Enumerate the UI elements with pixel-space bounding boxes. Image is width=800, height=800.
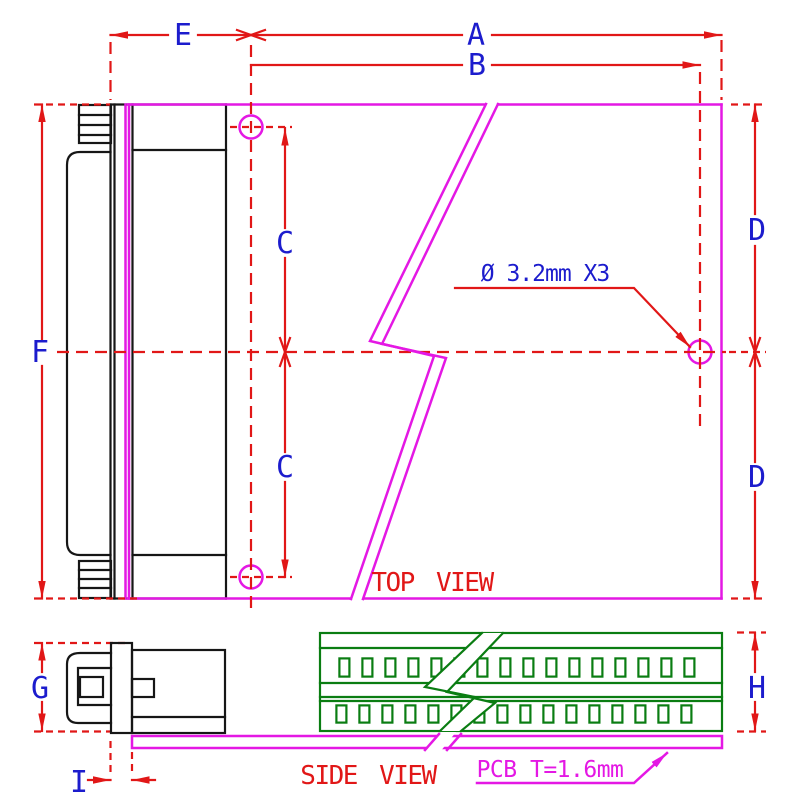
shell-side-outline xyxy=(65,651,113,725)
label-A: A xyxy=(467,18,485,53)
pcb-note-leader xyxy=(475,751,669,785)
connector-top-view xyxy=(65,103,228,600)
hole-note-leader xyxy=(453,286,692,349)
labels: E A B F C C D D G H I Ø 3.2mm X3 TOP VIE… xyxy=(31,18,766,800)
label-F: F xyxy=(31,335,49,370)
terminal-block-bands xyxy=(318,646,724,703)
dashed-guides xyxy=(34,40,766,775)
junction-x-E-A xyxy=(235,28,267,42)
jackscrew-bottom xyxy=(77,559,113,600)
terminal-blocks-side-view xyxy=(318,631,724,733)
label-C-upper: C xyxy=(276,226,294,261)
pcb-side-view xyxy=(130,732,724,752)
mounting-hole-top xyxy=(238,114,264,140)
body-side xyxy=(130,648,227,735)
label-I: I xyxy=(70,765,88,800)
label-E: E xyxy=(174,18,192,53)
dsub-shell-outline xyxy=(65,150,112,557)
label-B: B xyxy=(468,48,486,83)
mating-face-insert xyxy=(78,675,105,699)
connector-side-view xyxy=(65,641,227,735)
board-left-edge xyxy=(124,103,131,600)
terminal-slot-row-upper xyxy=(338,657,706,678)
terminal-break-mask xyxy=(425,633,503,731)
label-G: G xyxy=(31,671,49,706)
jackscrew-top xyxy=(77,103,113,145)
board-break-line xyxy=(349,102,500,601)
top-view-label: TOP VIEW xyxy=(371,568,494,598)
mating-face xyxy=(76,666,113,707)
label-C-lower: C xyxy=(276,450,294,485)
label-H: H xyxy=(748,671,766,706)
terminal-slot-row-lower xyxy=(335,704,703,724)
flange-side xyxy=(109,641,134,735)
dimension-lines xyxy=(38,28,762,785)
pcb-break-mask xyxy=(425,732,456,752)
junction-x-C xyxy=(278,336,292,368)
body-side-tab xyxy=(130,677,156,699)
pcb-thickness-note: PCB T=1.6mm xyxy=(477,757,624,783)
side-view-label: SIDE VIEW xyxy=(300,761,437,791)
label-D-lower: D xyxy=(748,460,766,495)
pcb-break-line-1 xyxy=(423,732,441,752)
hole-diameter-note: Ø 3.2mm X3 xyxy=(481,261,610,287)
label-D-upper: D xyxy=(748,213,766,248)
pcb-board-outline-top xyxy=(124,103,723,600)
terminal-break-line-2 xyxy=(444,631,505,733)
pcb-break-line-2 xyxy=(445,732,463,752)
junction-x-D xyxy=(748,336,762,368)
